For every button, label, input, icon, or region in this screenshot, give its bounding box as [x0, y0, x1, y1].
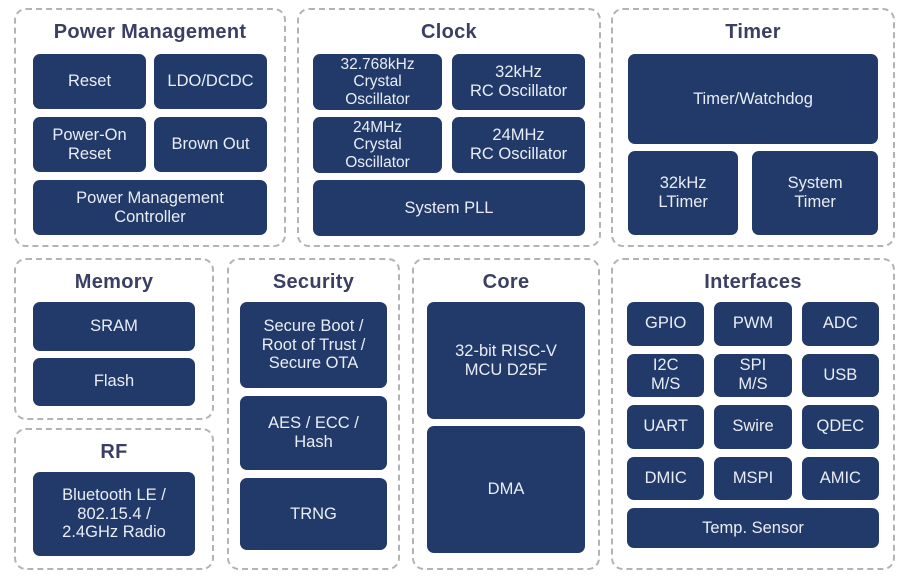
core-title: Core — [482, 271, 530, 293]
section-power-management: Power Management Reset LDO/DCDC Power-On… — [14, 8, 286, 247]
security-blocks: Secure Boot / Root of Trust / Secure OTA… — [229, 300, 398, 568]
block-dma: DMA — [427, 426, 585, 553]
block-spi-ms: SPI M/S — [714, 353, 792, 397]
section-security: Security Secure Boot / Root of Trust / S… — [227, 258, 400, 570]
power-management-title: Power Management — [53, 21, 247, 43]
block-24mhz-crystal-oscillator: 24MHz Crystal Oscillator — [313, 117, 443, 174]
block-mspi: MSPI — [714, 456, 792, 500]
block-sram: SRAM — [33, 302, 195, 351]
block-power-management-controller: Power Management Controller — [33, 180, 267, 235]
block-i2c-ms: I2C M/S — [627, 353, 705, 397]
block-amic: AMIC — [801, 456, 879, 500]
memory-title: Memory — [74, 271, 154, 293]
section-timer: Timer Timer/Watchdog 32kHz LTimer System… — [611, 8, 895, 247]
section-core: Core 32-bit RISC-V MCU D25F DMA — [412, 258, 600, 570]
block-32khz-ltimer: 32kHz LTimer — [628, 151, 739, 235]
block-ldo-dcdc: LDO/DCDC — [154, 54, 267, 109]
block-swire: Swire — [714, 405, 792, 449]
clock-blocks: 32.768kHz Crystal Oscillator 32kHz RC Os… — [299, 50, 599, 246]
block-24mhz-rc-oscillator: 24MHz RC Oscillator — [452, 117, 585, 174]
block-power-on-reset: Power-On Reset — [33, 117, 146, 172]
block-system-pll: System PLL — [313, 180, 585, 237]
block-riscv-mcu: 32-bit RISC-V MCU D25F — [427, 302, 585, 419]
block-adc: ADC — [801, 302, 879, 346]
block-usb: USB — [801, 353, 879, 397]
block-dmic: DMIC — [627, 456, 705, 500]
block-timer-watchdog: Timer/Watchdog — [628, 54, 878, 144]
block-32768khz-crystal-oscillator: 32.768kHz Crystal Oscillator — [313, 54, 443, 111]
section-memory: Memory SRAM Flash — [14, 258, 214, 420]
block-system-timer: System Timer — [752, 151, 878, 235]
interfaces-title: Interfaces — [704, 271, 802, 293]
block-aes-ecc-hash: AES / ECC / Hash — [240, 396, 387, 470]
section-clock: Clock 32.768kHz Crystal Oscillator 32kHz… — [297, 8, 601, 247]
rf-blocks: Bluetooth LE / 802.15.4 / 2.4GHz Radio — [16, 470, 212, 568]
block-temp-sensor: Temp. Sensor — [627, 508, 879, 548]
section-rf: RF Bluetooth LE / 802.15.4 / 2.4GHz Radi… — [14, 428, 214, 570]
power-management-blocks: Reset LDO/DCDC Power-On Reset Brown Out … — [16, 50, 284, 245]
block-brown-out: Brown Out — [154, 117, 267, 172]
block-flash: Flash — [33, 357, 195, 406]
block-bluetooth-radio: Bluetooth LE / 802.15.4 / 2.4GHz Radio — [33, 472, 195, 556]
core-blocks: 32-bit RISC-V MCU D25F DMA — [414, 300, 598, 568]
interfaces-blocks: GPIO PWM ADC I2C M/S SPI M/S USB UART Sw… — [613, 300, 893, 568]
clock-title: Clock — [421, 21, 477, 43]
rf-title: RF — [100, 441, 128, 463]
block-pwm: PWM — [714, 302, 792, 346]
block-uart: UART — [627, 405, 705, 449]
timer-title: Timer — [725, 21, 781, 43]
block-gpio: GPIO — [627, 302, 705, 346]
block-secure-boot: Secure Boot / Root of Trust / Secure OTA — [240, 302, 387, 388]
section-interfaces: Interfaces GPIO PWM ADC I2C M/S SPI M/S … — [611, 258, 895, 570]
block-32khz-rc-oscillator: 32kHz RC Oscillator — [452, 54, 585, 111]
security-title: Security — [272, 271, 355, 293]
block-reset: Reset — [33, 54, 146, 109]
block-qdec: QDEC — [801, 405, 879, 449]
block-trng: TRNG — [240, 478, 387, 550]
timer-blocks: Timer/Watchdog 32kHz LTimer System Timer — [613, 50, 893, 245]
memory-blocks: SRAM Flash — [16, 300, 212, 418]
